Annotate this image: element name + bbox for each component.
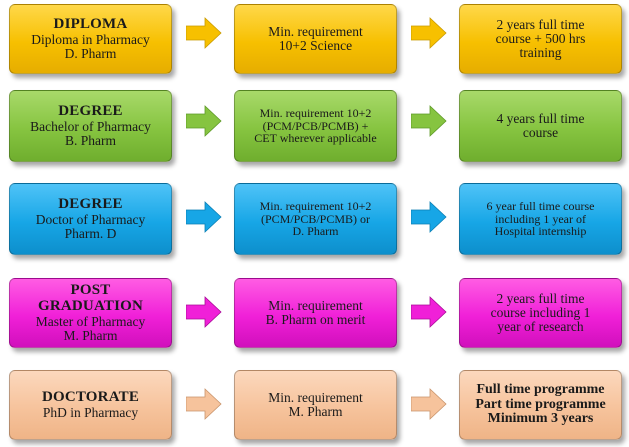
requirement-line: M. Pharm (288, 404, 343, 419)
requirement-line: CET wherever applicable (254, 131, 377, 146)
arrow-right-icon (186, 201, 222, 233)
diploma-requirement-box: Min. requirement 10+2 Science (234, 4, 397, 74)
program-name: PhD in Pharmacy (42, 404, 139, 420)
duration-line: Full time programme (476, 381, 605, 397)
arrow-right-icon (411, 105, 447, 137)
program-title: DIPLOMA (53, 15, 128, 32)
requirement-line: Min. requirement (268, 389, 363, 405)
program-name: Doctor of Pharmacy (35, 211, 146, 227)
duration-line: training (519, 45, 562, 61)
requirement-line: Min. requirement 10+2 (259, 106, 372, 121)
diploma-program-box: DIPLOMA Diploma in Pharmacy D. Pharm (9, 4, 172, 74)
duration-line: course (522, 125, 559, 140)
program-title: DEGREE (58, 102, 123, 119)
arrow-right-icon (411, 388, 447, 420)
program-abbrev: B. Pharm (64, 132, 116, 148)
requirement-line: Min. requirement (268, 23, 363, 39)
arrow-right-icon (411, 296, 447, 328)
requirement-line: (PCM/PCB/PCMB) + (262, 118, 369, 133)
arrow-right-icon (186, 105, 222, 137)
diploma-duration-box: 2 years full time course + 500 hrs train… (459, 4, 622, 74)
requirement-line: B. Pharm on merit (265, 312, 366, 327)
arrow-right-icon (186, 296, 222, 328)
program-name: Diploma in Pharmacy (31, 31, 150, 47)
arrow-right-icon (186, 388, 222, 420)
program-abbrev: D. Pharm (64, 45, 117, 61)
program-title: GRADUATION (37, 297, 144, 314)
pharmd-duration-box: 6 year full time course including 1 year… (459, 183, 622, 255)
doctorate-requirement-box: Min. requirement M. Pharm (234, 370, 397, 440)
duration-line: Minimum 3 years (487, 411, 594, 427)
bachelor-duration-box: 4 years full time course (459, 90, 622, 162)
pharmd-program-box: DEGREE Doctor of Pharmacy Pharm. D (9, 183, 172, 255)
doctorate-duration-box: Full time programme Part time programme … (459, 370, 622, 440)
requirement-line: Min. requirement (268, 297, 363, 313)
requirement-line: D. Pharm (292, 224, 339, 239)
program-title: DOCTORATE (41, 389, 140, 406)
postgrad-program-box: POST GRADUATION Master of Pharmacy M. Ph… (9, 278, 172, 348)
doctorate-program-box: DOCTORATE PhD in Pharmacy (9, 370, 172, 440)
arrow-right-icon (411, 17, 447, 49)
duration-line: 6 year full time course (486, 199, 595, 214)
pharmd-requirement-box: Min. requirement 10+2 (PCM/PCB/PCMB) or … (234, 183, 397, 255)
duration-line: Part time programme (475, 396, 606, 412)
duration-line: 2 years full time (496, 290, 585, 306)
bachelor-program-box: DEGREE Bachelor of Pharmacy B. Pharm (9, 90, 172, 162)
requirement-line: Min. requirement 10+2 (259, 199, 372, 214)
duration-line: Hospital internship (494, 224, 587, 239)
duration-line: course including 1 (490, 304, 591, 320)
program-name: Master of Pharmacy (35, 313, 146, 329)
duration-line: course + 500 hrs (495, 30, 586, 46)
arrow-right-icon (411, 201, 447, 233)
requirement-line: 10+2 Science (278, 38, 353, 53)
postgrad-duration-box: 2 years full time course including 1 yea… (459, 278, 622, 348)
duration-line: 4 years full time (496, 110, 585, 126)
program-title: POST (70, 282, 111, 299)
program-name: Bachelor of Pharmacy (30, 118, 151, 134)
duration-line: including 1 year of (495, 211, 586, 226)
arrow-right-icon (186, 17, 222, 49)
duration-line: 2 years full time (496, 16, 585, 32)
bachelor-requirement-box: Min. requirement 10+2 (PCM/PCB/PCMB) + C… (234, 90, 397, 162)
program-title: DEGREE (58, 195, 123, 212)
duration-line: year of research (497, 319, 584, 335)
program-abbrev: M. Pharm (63, 327, 118, 343)
requirement-line: (PCM/PCB/PCMB) or (260, 211, 371, 226)
program-abbrev: Pharm. D (64, 225, 117, 241)
postgrad-requirement-box: Min. requirement B. Pharm on merit (234, 278, 397, 348)
